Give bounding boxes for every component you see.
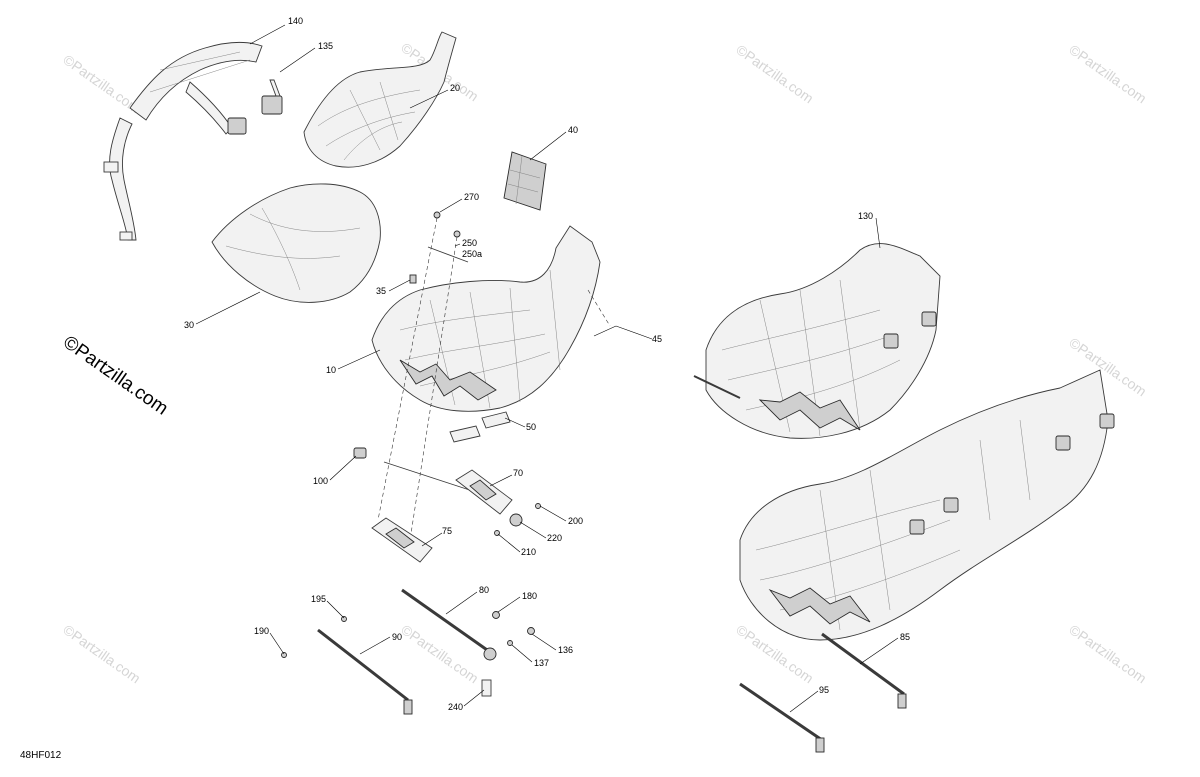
callout-70: 70: [513, 468, 523, 478]
part-95-rod: [739, 682, 825, 753]
callout-136: 136: [558, 645, 573, 655]
callouts: 140 135 20 40 270 250 250a 35 30 10 45 5…: [184, 16, 910, 712]
part-50-labels: [449, 411, 511, 443]
watermarks: ©Partzilla.com ©Partzilla.com ©Partzilla…: [60, 39, 1149, 686]
part-20-backrest-cushion: [303, 31, 457, 168]
watermark-large: ©Partzilla.com: [59, 332, 172, 420]
leader-lines: [195, 24, 899, 713]
hidden-line: [587, 289, 611, 327]
callout-95: 95: [819, 685, 829, 695]
callout-10: 10: [326, 365, 336, 375]
watermark: ©Partzilla.com: [398, 621, 481, 686]
callout-90: 90: [392, 632, 402, 642]
fasteners-lower: [481, 611, 535, 697]
callout-20: 20: [450, 83, 460, 93]
callout-210: 210: [521, 547, 536, 557]
fasteners-top: [409, 211, 469, 284]
callout-195: 195: [311, 594, 326, 604]
callout-135: 135: [318, 41, 333, 51]
callout-137: 137: [534, 658, 549, 668]
callout-130: 130: [858, 211, 873, 221]
callout-30: 30: [184, 320, 194, 330]
part-80-rod: [401, 588, 497, 661]
part-130-seat-assembly-top: [693, 243, 941, 439]
part-30-seat-cushion: [211, 183, 381, 303]
callout-35: 35: [376, 286, 386, 296]
watermark: ©Partzilla.com: [60, 621, 143, 686]
callout-190: 190: [254, 626, 269, 636]
watermark: ©Partzilla.com: [733, 41, 816, 106]
callout-270: 270: [464, 192, 479, 202]
part-90-rod: [281, 616, 413, 715]
part-40-pad: [503, 151, 547, 211]
callout-220: 220: [547, 533, 562, 543]
callout-250: 250: [462, 238, 477, 248]
part-140-seat-belt: [103, 41, 283, 241]
callout-180: 180: [522, 591, 537, 601]
part-10-seat-frame: [371, 225, 601, 412]
callout-80: 80: [479, 585, 489, 595]
watermark: ©Partzilla.com: [1066, 621, 1149, 686]
part-70-bracket: [455, 469, 513, 515]
diagram-reference-code: 48HF012: [20, 750, 62, 761]
watermark: ©Partzilla.com: [1066, 41, 1149, 106]
callout-200: 200: [568, 516, 583, 526]
part-100-clip: [353, 447, 367, 459]
callout-140: 140: [288, 16, 303, 26]
callout-75: 75: [442, 526, 452, 536]
part-130-seat-assembly-bottom: [739, 369, 1115, 641]
callout-240: 240: [448, 702, 463, 712]
callout-85: 85: [900, 632, 910, 642]
part-75-bracket: [371, 517, 433, 563]
callout-50: 50: [526, 422, 536, 432]
part-85-rod: [821, 632, 907, 709]
callout-250a: 250a: [462, 249, 482, 259]
callout-45: 45: [652, 334, 662, 344]
callout-40: 40: [568, 125, 578, 135]
callout-100: 100: [313, 476, 328, 486]
